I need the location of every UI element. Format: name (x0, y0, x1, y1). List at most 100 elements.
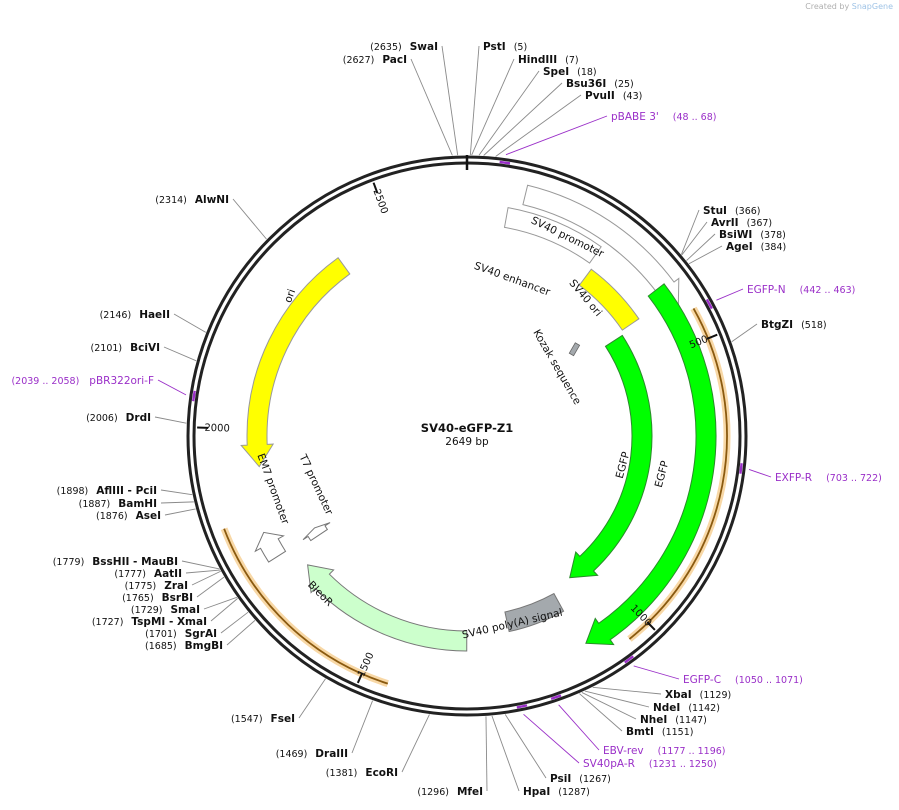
primer-label-egfp-n: EGFP-N(442 .. 463) (747, 284, 855, 296)
enzyme-line-bamhi (160, 501, 194, 504)
feature-sv40-enhancer (503, 207, 602, 264)
plasmid-size: 2649 bp (445, 436, 489, 448)
enzyme-pos: (1287) (558, 787, 590, 798)
enzyme-label-bsiwi: BsiWI(378) (719, 229, 786, 241)
feature-label-ori: ori (282, 287, 298, 304)
enzyme-line-stui (681, 209, 700, 255)
primer-range: (1050 .. 1071) (735, 675, 803, 686)
primer-mark-pbabe-3 (499, 160, 511, 165)
enzyme-name: PvuII (585, 90, 615, 102)
enzyme-label-sgrai: (1701)SgrAI (145, 628, 217, 640)
enzyme-name: NheI (640, 714, 667, 726)
enzyme-pos: (2627) (343, 55, 375, 66)
enzyme-line-ecori (401, 714, 430, 773)
enzyme-pos: (2006) (86, 413, 118, 424)
enzyme-line-aatii (185, 569, 221, 574)
enzyme-name: AflIII - PciI (96, 485, 157, 497)
enzyme-line-psti (469, 45, 480, 156)
orange-arcs-layer (220, 306, 731, 687)
enzyme-line-bcivi (163, 346, 197, 362)
enzyme-pos: (7) (565, 55, 578, 66)
enzyme-pos: (1267) (579, 774, 611, 785)
enzyme-pos: (1142) (688, 703, 720, 714)
enzyme-name: SpeI (543, 66, 569, 78)
snapgene-credit: Created by SnapGene (805, 2, 893, 11)
primer-label-egfp-c: EGFP-C (1050 .. 1071) (683, 674, 803, 686)
enzyme-label-pvuii: PvuII(43) (585, 90, 642, 102)
credit-prefix: Created by (805, 2, 850, 11)
enzyme-name: ZraI (164, 580, 188, 592)
feature-label-t7-promoter: T7 promoter (296, 452, 335, 518)
primer-mark-egfp-n (705, 298, 713, 310)
enzyme-line-tspmi-xmai (210, 598, 238, 622)
primer-label-ebv-rev: EBV-rev(1177 .. 1196) (603, 745, 726, 757)
enzyme-label-smai: (1729)SmaI (131, 604, 200, 616)
enzyme-name: AgeI (726, 241, 753, 253)
enzyme-pos: (1685) (145, 641, 177, 652)
enzyme-pos: (1129) (700, 690, 732, 701)
primer-name: EBV-rev (603, 745, 644, 757)
enzyme-pos: (2101) (91, 343, 123, 354)
primer-line-egfp-n (716, 288, 744, 301)
enzyme-pos: (1151) (662, 727, 694, 738)
enzyme-name: AatII (154, 568, 182, 580)
primer-mark-egfp-c (624, 655, 634, 664)
primer-mark-sv40pa-r (516, 704, 528, 709)
enzyme-line-haeii (173, 313, 207, 333)
primer-line-pbr322ori-f (157, 379, 187, 396)
enzyme-pos: (18) (577, 67, 597, 78)
primer-name: EXFP-R (775, 472, 812, 484)
enzyme-name: BamHI (118, 498, 157, 510)
enzyme-line-afliii-pcii (160, 489, 193, 496)
feature-em7-promoter (254, 531, 287, 563)
feature-sv40-ori (578, 268, 640, 331)
enzyme-pos: (1765) (122, 593, 154, 604)
feature-ori (240, 257, 351, 468)
enzyme-name: AseI (136, 510, 161, 522)
primer-name: EGFP-C (683, 674, 721, 686)
enzyme-label-stui: StuI(366) (703, 205, 761, 217)
enzyme-pos: (367) (747, 218, 773, 229)
enzyme-pos: (5) (514, 42, 527, 53)
orange-arc (223, 528, 389, 685)
feature-sv40-poly-a-signal (504, 592, 565, 633)
enzyme-label-bmgbi: (1685)BmgBI (145, 640, 223, 652)
enzyme-pos: (1469) (276, 749, 308, 760)
enzyme-line-avrii (681, 221, 708, 256)
enzyme-line-fsei (298, 678, 326, 719)
enzyme-line-xbai (592, 686, 662, 695)
enzyme-label-bsrbi: (1765)BsrBI (122, 592, 193, 604)
primer-label-pbabe-3: pBABE 3'(48 .. 68) (611, 111, 716, 123)
enzyme-pos: (2314) (155, 195, 187, 206)
tick-label-2500: 2500 (370, 188, 389, 216)
primer-label-pbr322ori-f: (2039 .. 2058)pBR322ori-F (11, 375, 154, 387)
enzyme-label-spei: SpeI (18) (543, 66, 597, 78)
enzyme-pos: (1727) (92, 617, 124, 628)
enzyme-line-bsrbi (196, 576, 225, 598)
enzyme-label-xbai: XbaI (1129) (665, 689, 731, 701)
enzyme-line-hpai (491, 715, 520, 792)
enzyme-name: PstI (483, 41, 506, 53)
tick-label-1500: 1500 (356, 651, 376, 679)
enzyme-name: SgrAI (185, 628, 217, 640)
plasmid-name: SV40-eGFP-Z1 (421, 421, 513, 435)
kozak-sequence-box (568, 342, 581, 357)
enzyme-pos: (1547) (231, 714, 263, 725)
primer-mark-exfp-r (739, 463, 743, 474)
enzyme-name: XbaI (665, 689, 692, 701)
enzyme-line-hindiii (471, 58, 515, 156)
tick-2500 (372, 182, 379, 194)
primer-line-ebv-rev (558, 704, 600, 751)
enzyme-line-nhei (581, 692, 637, 720)
enzyme-pos: (1898) (57, 486, 89, 497)
enzyme-pos: (2146) (100, 310, 132, 321)
enzyme-label-bsshii-maubi: (1779)BssHII - MauBI (53, 556, 178, 568)
enzyme-name: HindIII (518, 54, 557, 66)
primer-range: (2039 .. 2058) (11, 376, 79, 387)
enzyme-label-zrai: (1775)ZraI (125, 580, 188, 592)
enzyme-name: SmaI (171, 604, 201, 616)
enzyme-label-bsu36i: Bsu36I(25) (566, 78, 634, 90)
enzyme-name: MfeI (457, 786, 483, 798)
enzyme-pos: (1779) (53, 557, 85, 568)
enzyme-name: DraIII (315, 748, 348, 760)
